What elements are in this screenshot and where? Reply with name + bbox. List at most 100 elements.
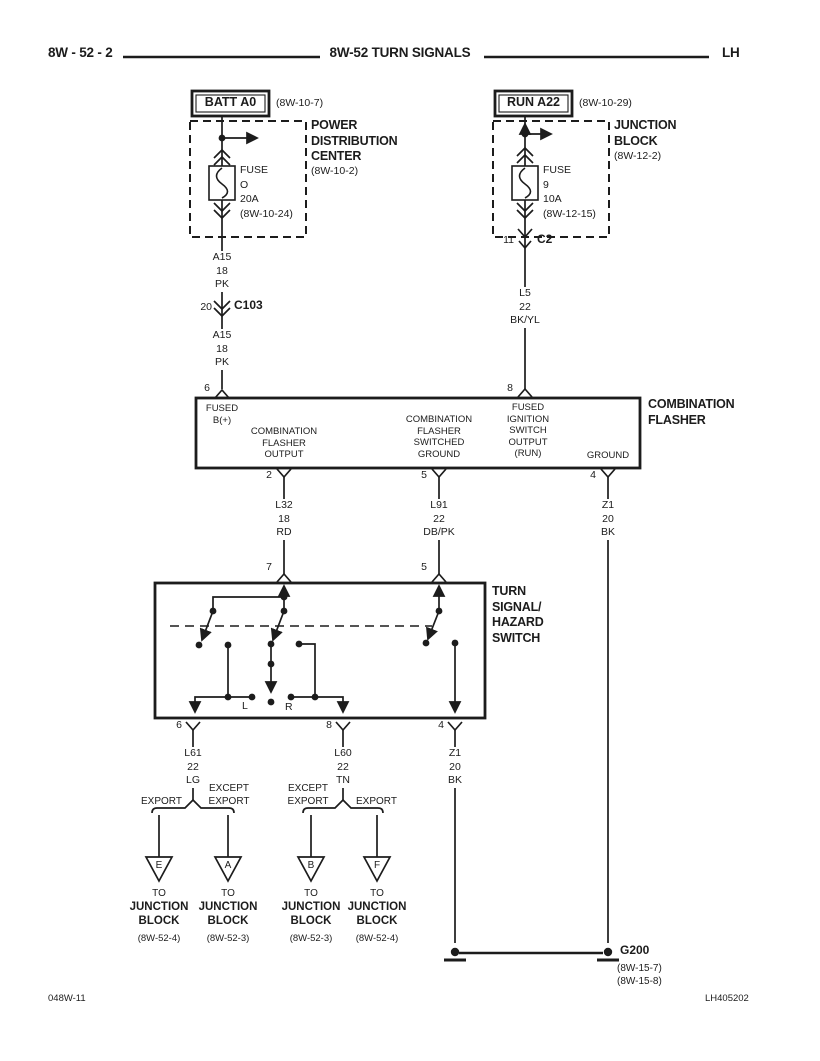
jb-linework	[492, 89, 610, 398]
wire-label-z1-flasher: Z1 20 BK	[588, 499, 628, 540]
offpage-ref: (8W-52-4)	[355, 933, 399, 944]
offpage-ref: (8W-52-4)	[137, 933, 181, 944]
offpage-to: TO	[221, 888, 235, 899]
terminal-ground: GROUND	[586, 450, 630, 461]
switch-arm	[199, 610, 214, 642]
footer-sheet-code: LH405202	[705, 993, 749, 1004]
split2-right-label: EXPORT	[356, 796, 397, 807]
flasher-pin-8: 8	[507, 382, 513, 394]
offpage-triangles	[144, 856, 392, 883]
offpage-to: TO	[304, 888, 318, 899]
pdc-ref: (8W-10-2)	[311, 165, 359, 177]
c2-pin-number: 11	[503, 234, 514, 246]
wire-label-a15-upper: A15 18 PK	[202, 251, 242, 292]
wire-label-l32: L32 18 RD	[264, 499, 304, 540]
footer-doc-code: 048W-11	[48, 993, 86, 1004]
switch-arm	[270, 610, 285, 642]
header-page-code: 8W - 52 - 2	[48, 45, 113, 60]
ground-icon	[450, 947, 460, 957]
offpage-letter: E	[155, 860, 163, 871]
switch-pin-7: 7	[266, 561, 272, 573]
terminal-caret-icon	[517, 387, 533, 398]
offpage-triangle-icon	[362, 856, 392, 883]
c103-connector-icon	[213, 300, 231, 318]
batt-feed-label: BATT A0	[204, 95, 257, 109]
split-icon	[151, 799, 194, 814]
fuse-icon	[511, 165, 539, 201]
branch-splits	[151, 799, 384, 857]
c103-pin-number: 20	[200, 301, 212, 313]
switch-pin-6: 6	[176, 719, 182, 731]
switch-pin-5: 5	[421, 561, 427, 573]
flasher-linework	[194, 396, 642, 943]
connector-chevron-up-icon	[516, 146, 534, 164]
pdc-dashed-box	[189, 120, 307, 238]
batt-feed-ref: (8W-10-7)	[276, 97, 324, 109]
offpage-triangle-icon	[144, 856, 174, 883]
terminal-ignition: FUSED IGNITION SWITCH OUTPUT (RUN)	[506, 402, 550, 459]
ground-icon	[603, 947, 613, 957]
terminal-y-icon	[276, 468, 616, 479]
flasher-box	[194, 396, 642, 470]
header-side-code: LH	[722, 45, 740, 60]
batt-feed-box	[190, 89, 271, 118]
split1-left-label: EXPORT	[141, 796, 182, 807]
page-title: 8W-52 TURN SIGNALS	[329, 45, 471, 60]
wire-label-l91: L91 22 DB/PK	[419, 499, 459, 540]
offpage-to: TO	[370, 888, 384, 899]
ground-name: G200	[620, 943, 650, 957]
connector-chevron-down-icon	[516, 202, 534, 220]
contact-left-label: L	[242, 700, 248, 712]
terminal-switched-ground: COMBINATION FLASHER SWITCHED GROUND	[405, 414, 473, 460]
wire-label-l60: L60 22 TN	[323, 747, 363, 788]
offpage-letter: B	[307, 860, 315, 871]
connector-chevron-up-icon	[213, 148, 231, 166]
connector-chevron-down-icon	[213, 202, 231, 220]
switch-pin-8: 8	[326, 719, 332, 731]
offpage-letter: A	[224, 860, 232, 871]
switch-box	[153, 581, 487, 720]
wire-label-a15-lower: A15 18 PK	[202, 329, 242, 370]
split1-right-label: EXCEPT EXPORT	[208, 783, 250, 807]
offpage-ref: (8W-52-3)	[289, 933, 333, 944]
switch-arm	[426, 610, 440, 641]
offpage-destination: JUNCTION BLOCK	[281, 901, 341, 927]
fuse-icon	[208, 165, 236, 201]
terminal-output: COMBINATION FLASHER OUTPUT	[250, 426, 318, 460]
split2-left-label: EXCEPT EXPORT	[287, 783, 329, 807]
terminal-caret-icon	[214, 388, 230, 399]
offpage-destination: JUNCTION BLOCK	[129, 901, 189, 927]
terminal-caret-icon	[276, 572, 447, 583]
c2-connector-icon	[518, 240, 532, 250]
c103-connector-name: C103	[234, 298, 263, 312]
boundary-chevron-icon	[517, 228, 533, 239]
run-feed-ref: (8W-10-29)	[579, 97, 632, 109]
contact-right-label: R	[285, 701, 293, 713]
pdc-fuse-label: FUSE O 20A (8W-10-24)	[240, 164, 293, 220]
pdc-linework	[189, 89, 307, 399]
split-icon	[302, 799, 344, 814]
run-feed-label: RUN A22	[506, 95, 561, 109]
switch-pin-4: 4	[438, 719, 444, 731]
offpage-destination: JUNCTION BLOCK	[198, 901, 258, 927]
jb-ref: (8W-12-2)	[614, 150, 662, 162]
offpage-letter: F	[373, 860, 381, 871]
wire-label-z1-switch: Z1 20 BK	[435, 747, 475, 788]
pdc-name: POWER DISTRIBUTION CENTER	[311, 118, 398, 163]
jb-dashed-box	[492, 120, 610, 238]
offpage-destination: JUNCTION BLOCK	[347, 901, 407, 927]
flasher-pin-4: 4	[590, 469, 596, 481]
ground-refs: (8W-15-7) (8W-15-8)	[617, 963, 662, 987]
wire-label-l5: L5 22 BK/YL	[505, 287, 545, 328]
flasher-pin-5: 5	[421, 469, 427, 481]
run-feed-box	[493, 89, 574, 118]
jb-fuse-label: FUSE 9 10A (8W-12-15)	[543, 164, 596, 220]
wire-label-l61: L61 22 LG	[173, 747, 213, 788]
jb-name: JUNCTION BLOCK	[614, 118, 677, 148]
switch-linework	[153, 581, 487, 943]
offpage-triangle-icon	[213, 856, 243, 883]
offpage-triangle-icon	[296, 856, 326, 883]
flasher-pin-2: 2	[266, 469, 272, 481]
